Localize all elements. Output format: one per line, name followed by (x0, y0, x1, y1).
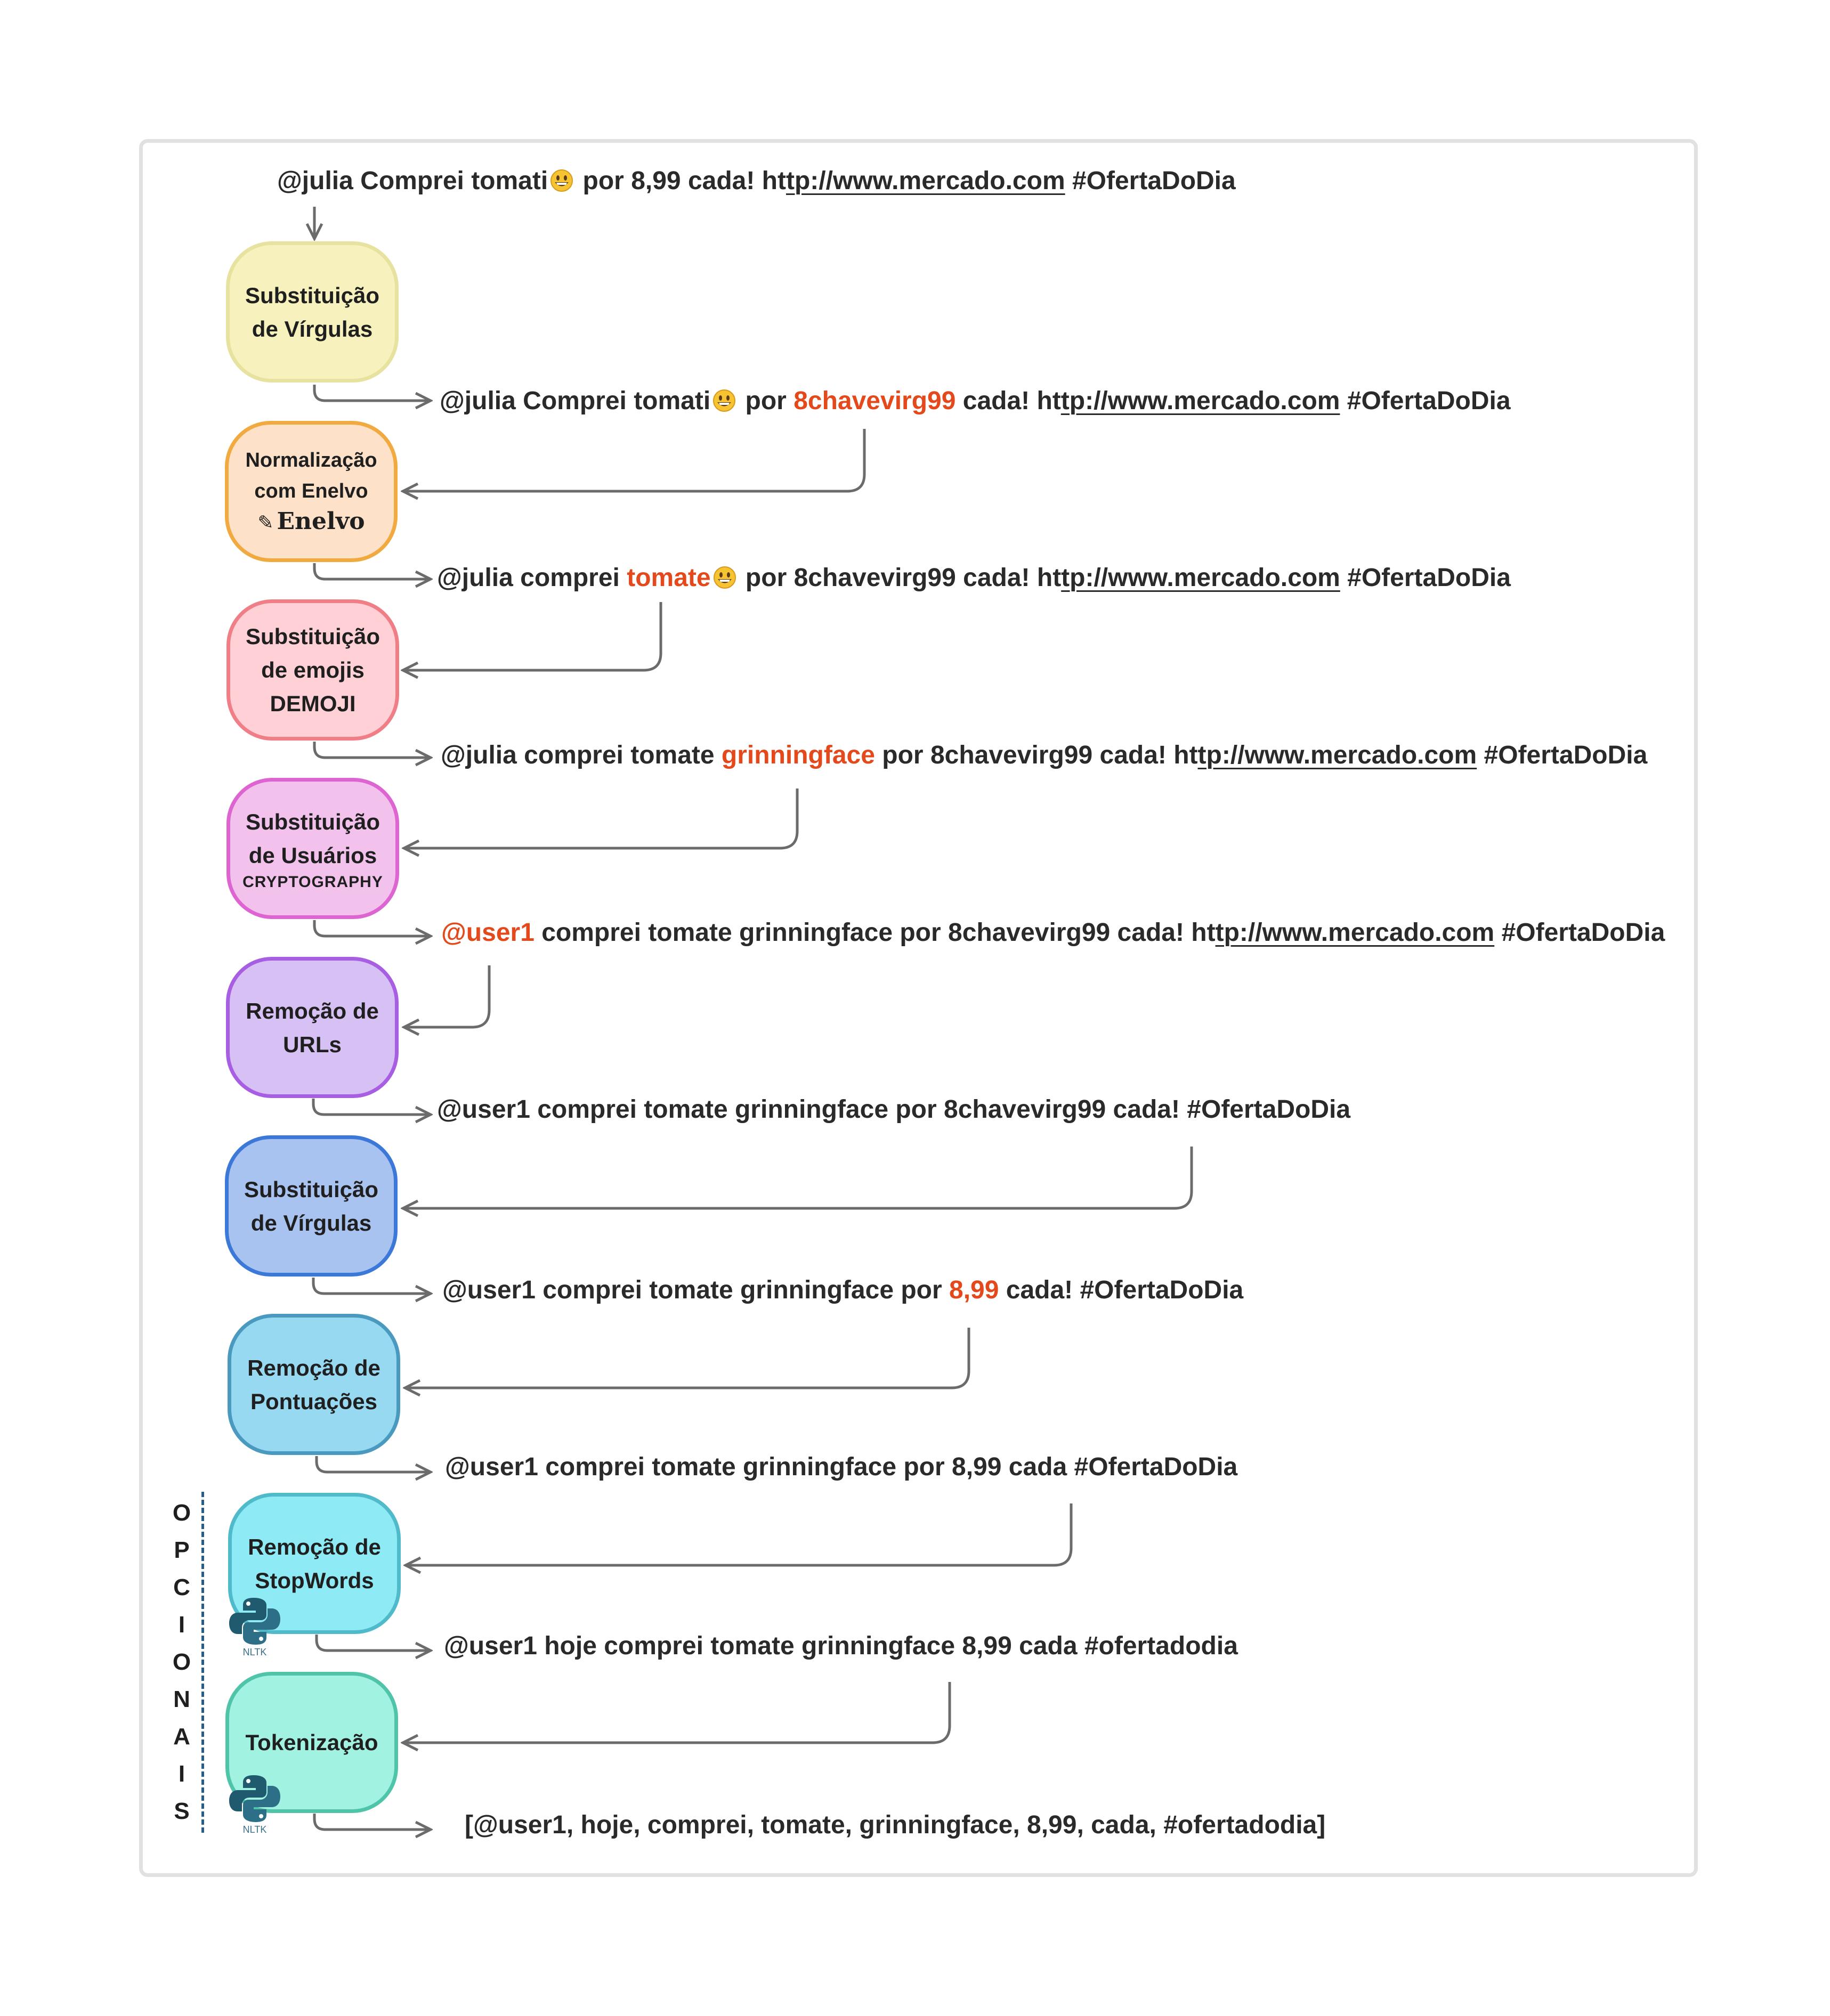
step-label: Remoção de (248, 1534, 381, 1559)
url-link[interactable]: tp://www.mercado.com (1061, 564, 1340, 592)
output-arrow (313, 920, 431, 936)
changed-token: tomate (627, 564, 711, 592)
optional-label-letter: I (178, 1612, 185, 1638)
optional-label-letter: O (172, 1649, 191, 1675)
step-label: URLs (283, 1031, 342, 1057)
output-arrow (312, 1278, 431, 1294)
step-label: de Vírgulas (252, 316, 373, 342)
pencil-notepad-icon: ✎ (257, 512, 274, 534)
input-url[interactable]: tp://www.mercado.com (786, 167, 1065, 195)
output-arrow (313, 385, 431, 401)
python-nltk-icon: NLTK (228, 1773, 281, 1836)
step-label: Substituição (245, 624, 380, 649)
step-tokenizacao: Tokenização (225, 1672, 398, 1813)
return-arrow (403, 1682, 951, 1743)
optional-label-letter: I (178, 1761, 185, 1787)
return-arrow (403, 602, 662, 670)
changed-token: @user1 (441, 918, 535, 947)
return-arrow (404, 788, 799, 848)
output-line-2: @julia comprei tomate por 8chavevirg99 c… (437, 564, 1511, 592)
output-arrow (313, 563, 431, 579)
step-label: Substituição (245, 809, 380, 834)
step-substituicao-virgulas: Substituição de Vírgulas (226, 241, 399, 383)
output-arrow (313, 1814, 431, 1830)
step-library: CRYPTOGRAPHY (242, 873, 383, 891)
input-prefix: @julia Comprei tomati (277, 167, 548, 195)
url-link[interactable]: tp://www.mercado.com (1060, 387, 1340, 415)
changed-token: 8,99 (949, 1276, 999, 1304)
step-label: de emojis (261, 657, 365, 682)
step-label: Pontuações (250, 1388, 378, 1414)
return-arrow (404, 965, 491, 1027)
output-arrow (313, 742, 431, 758)
output-line-7: @user1 comprei tomate grinningface por 8… (445, 1453, 1238, 1481)
output-line-1: @julia Comprei tomati por 8chavevirg99 c… (440, 387, 1511, 415)
python-nltk-icon: NLTK (228, 1596, 281, 1659)
step-label: Remoção de (246, 998, 379, 1023)
url-link[interactable]: tp://www.mercado.com (1197, 741, 1477, 769)
input-suffix: #OfertaDoDia (1065, 167, 1236, 195)
step-label: Substituição (244, 1176, 379, 1202)
optional-label-letter: N (173, 1686, 190, 1712)
nltk-label: NLTK (242, 1647, 267, 1657)
step-normalizacao-enelvo: Normalização com Enelvo ✎Enelvo (225, 421, 398, 562)
return-arrow (405, 1328, 970, 1388)
step-label: de Vírgulas (250, 1210, 372, 1235)
step-label: com Enelvo (254, 480, 368, 502)
output-line-6: @user1 comprei tomate grinningface por 8… (442, 1276, 1244, 1304)
step-library: DEMOJI (270, 691, 356, 716)
output-arrow (315, 1456, 431, 1472)
grinning-face-emoji (713, 389, 736, 412)
changed-token: grinningface (721, 741, 875, 769)
url-link[interactable]: tp://www.mercado.com (1215, 918, 1495, 947)
optional-divider (201, 1492, 204, 1833)
step-label: Remoção de (247, 1355, 380, 1380)
output-line-4: @user1 comprei tomate grinningface por 8… (441, 918, 1665, 947)
optional-label-letter: P (174, 1537, 190, 1563)
input-text: @julia Comprei tomati por 8,99 cada! htt… (277, 166, 1236, 196)
step-label: Tokenização (245, 1730, 378, 1755)
output-arrow (315, 1635, 431, 1651)
optional-label-letter: O (172, 1500, 191, 1526)
nltk-label: NLTK (242, 1824, 267, 1835)
output-line-5: @user1 comprei tomate grinningface por 8… (437, 1095, 1351, 1124)
return-arrow (406, 1503, 1073, 1565)
step-label: de Usuários (248, 842, 377, 868)
enelvo-logo: ✎Enelvo (257, 508, 365, 535)
output-line-3: @julia comprei tomate grinningface por 8… (441, 741, 1648, 769)
step-remocao-urls: Remoção de URLs (226, 957, 399, 1098)
optional-label-letter: C (173, 1574, 190, 1600)
output-line-9: [@user1, hoje, comprei, tomate, grinning… (465, 1811, 1326, 1839)
grinning-face-emoji (550, 169, 573, 192)
output-arrow (312, 1099, 431, 1115)
return-arrow (403, 1147, 1193, 1208)
step-label: Substituição (245, 282, 380, 308)
output-line-8: @user1 hoje comprei tomate grinningface … (444, 1632, 1238, 1660)
grinning-face-emoji (713, 566, 736, 589)
step-remocao-pontuacoes: Remoção de Pontuações (228, 1314, 400, 1455)
step-label: Normalização (245, 449, 377, 472)
optional-label-letter: A (173, 1724, 190, 1750)
step-label: StopWords (255, 1567, 374, 1593)
optional-label-letter: S (174, 1798, 190, 1824)
step-substituicao-virgulas-2: Substituição de Vírgulas (225, 1135, 398, 1277)
input-middle: por 8,99 cada! ht (576, 167, 786, 195)
changed-token: 8chavevirg99 (793, 387, 956, 415)
step-substituicao-usuarios: Substituição de Usuários CRYPTOGRAPHY (226, 778, 399, 919)
return-arrow (403, 429, 866, 491)
step-substituicao-emojis: Substituição de emojis DEMOJI (226, 599, 399, 741)
diagram-frame (139, 139, 1698, 1877)
